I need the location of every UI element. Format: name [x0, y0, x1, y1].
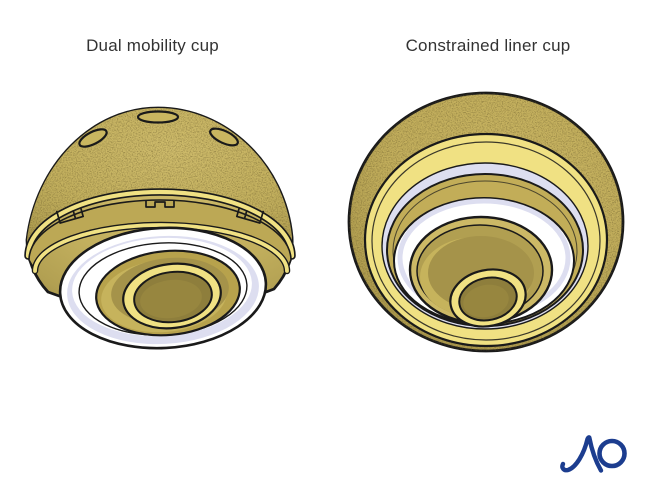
- notch-center: [145, 200, 175, 208]
- constrained-liner-cup-illustration: [347, 91, 625, 353]
- screw-hole-right: [209, 127, 239, 147]
- label-dual-mobility-cup: Dual mobility cup: [86, 36, 219, 55]
- head-bore: [133, 270, 213, 324]
- locking-notches: [55, 200, 265, 224]
- rim-highlight-upper: [25, 189, 295, 259]
- ao-logo-letter-a: [560, 435, 604, 473]
- head-bore: [458, 276, 518, 322]
- screw-hole-left: [78, 128, 108, 148]
- screw-holes: [78, 110, 239, 148]
- ao-logo: [560, 435, 627, 473]
- notch-right: [235, 207, 265, 224]
- rim-highlight-lower: [33, 223, 289, 273]
- label-constrained-liner-cup: Constrained liner cup: [405, 36, 571, 55]
- dual-mobility-cup-illustration: [24, 106, 296, 350]
- notch-left: [55, 207, 85, 224]
- screw-hole-top: [136, 110, 180, 124]
- ao-logo-letter-o: [597, 438, 627, 469]
- locking-band: [24, 188, 296, 275]
